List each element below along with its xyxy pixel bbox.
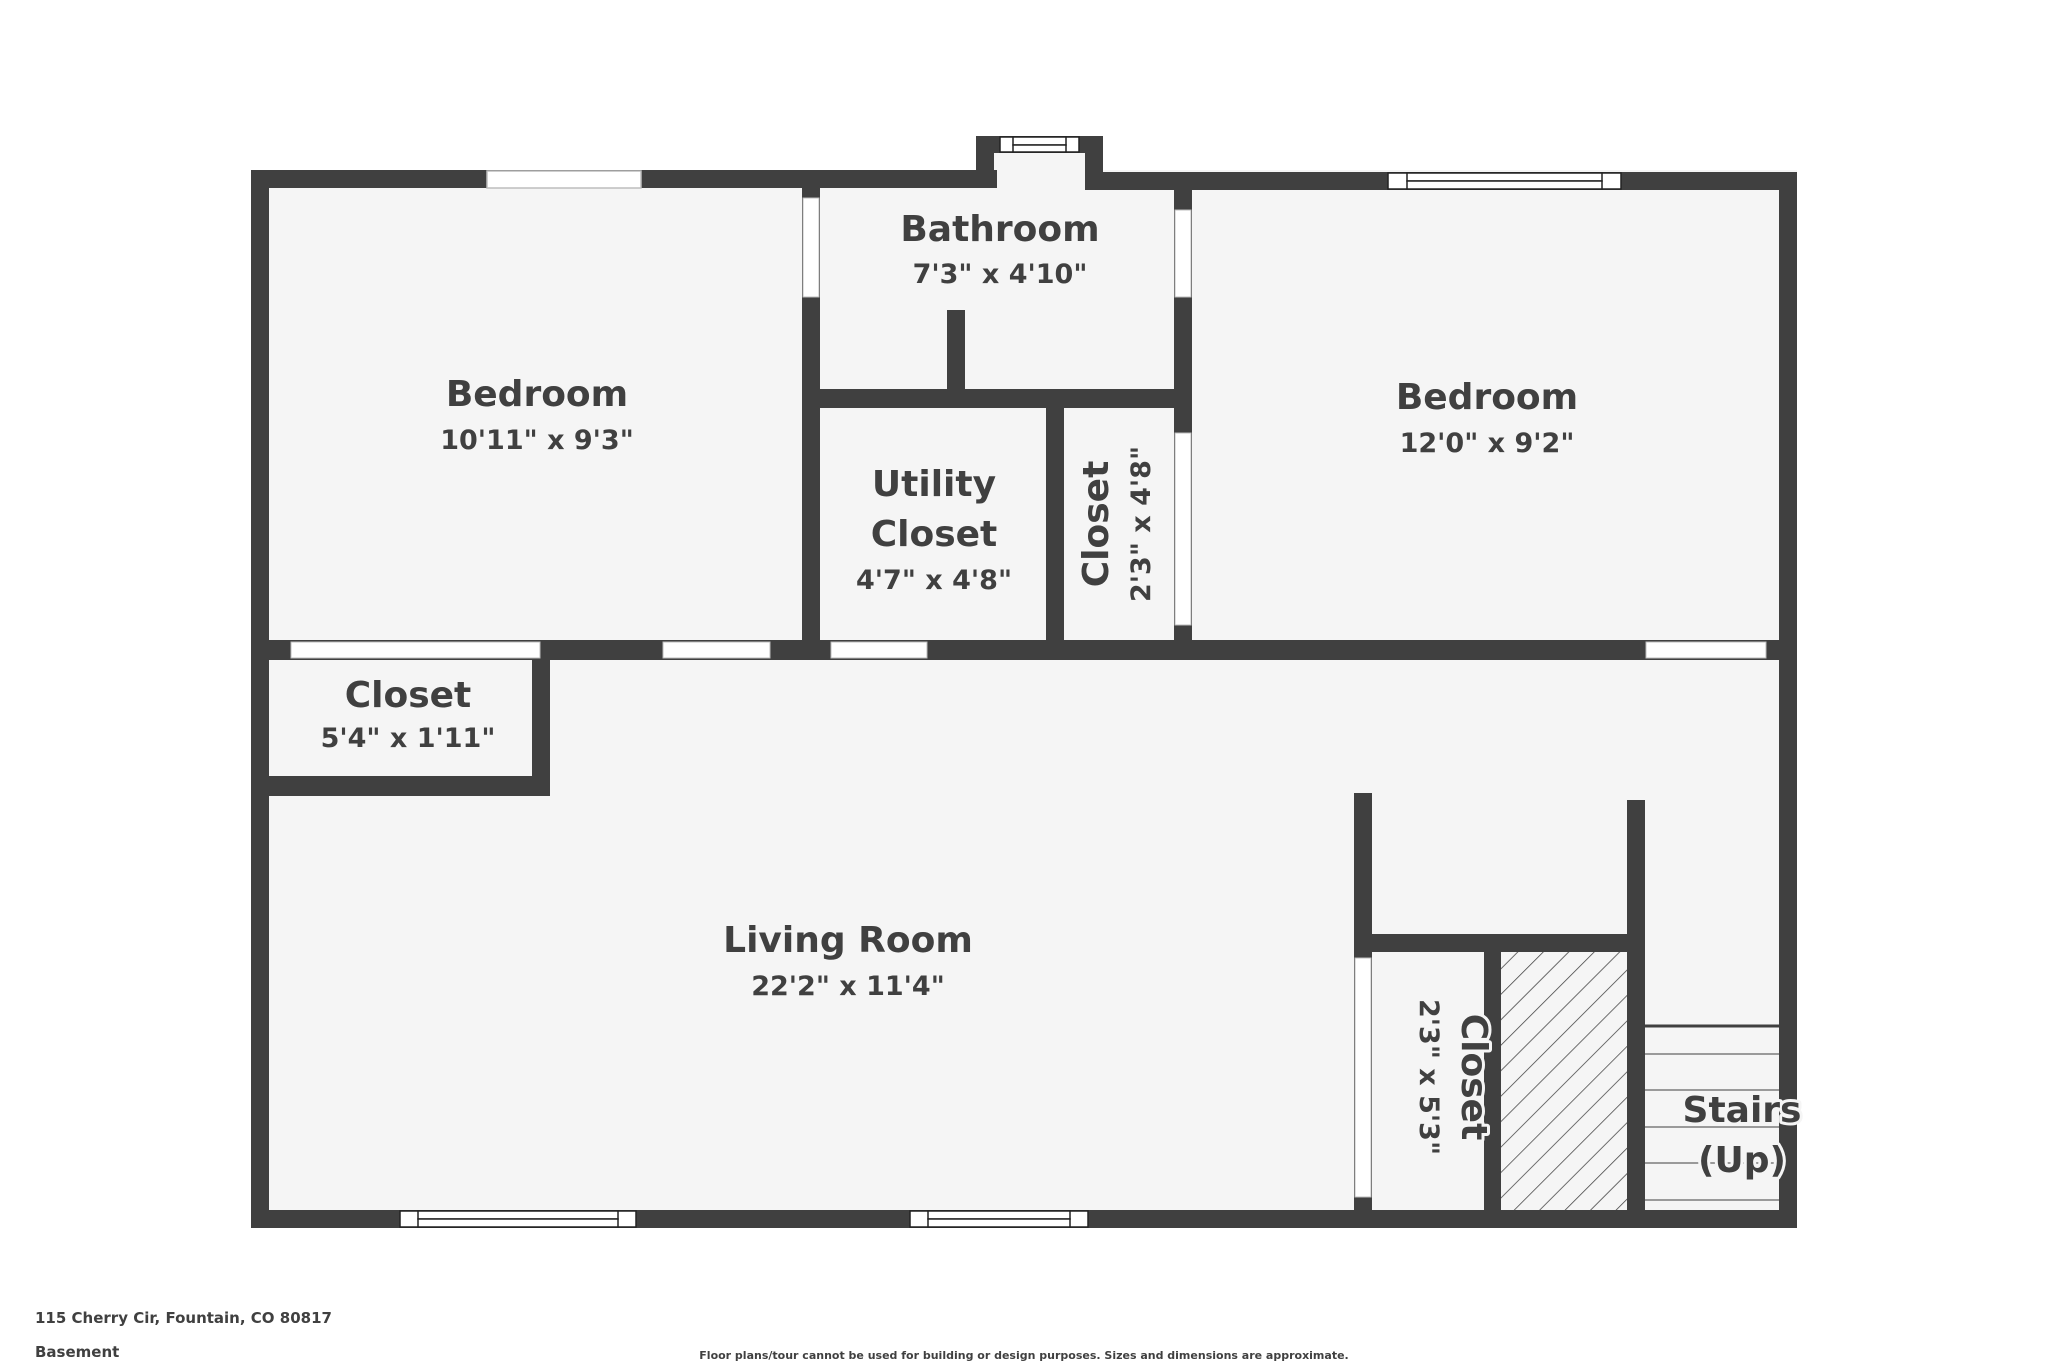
property-address: 115 Cherry Cir, Fountain, CO 80817 [35,1309,332,1327]
room-name-bedroom-2: Bedroom [1396,377,1578,418]
room-name-stairs-1: Stairs [1683,1090,1802,1131]
room-dims-bedroom-2: 12'0" x 9'2" [1400,428,1575,459]
window-living-2 [909,1210,1089,1228]
floor-level-label: Basement [35,1343,120,1361]
room-name-utility-1: Utility [872,464,996,505]
room-dims-closet-mid: 2'3" x 4'8" [1126,446,1157,602]
room-dims-living-room: 22'2" x 11'4" [751,971,945,1002]
room-name-bedroom-1: Bedroom [446,374,628,415]
room-name-stairs-2: (Up) [1698,1140,1786,1181]
room-dims-closet-bottom: 2'3" x 5'3" [1413,999,1444,1155]
stairs-treads [1645,1024,1779,1201]
room-dims-bathroom: 7'3" x 4'10" [913,259,1088,290]
room-labels: Bedroom 10'11" x 9'3" Bathroom 7'3" x 4'… [318,206,1805,1184]
room-name-closet-mid: Closet [1076,461,1117,588]
disclaimer-text: Floor plans/tour cannot be used for buil… [699,1349,1349,1362]
door-openings [290,197,1767,1198]
room-name-closet-left: Closet [345,675,472,716]
room-dims-closet-left: 5'4" x 1'11" [321,723,496,754]
room-name-closet-bottom: Closet [1453,1014,1494,1141]
room-name-utility-2: Closet [871,514,998,555]
windows [399,136,1622,1228]
room-dims-utility: 4'7" x 4'8" [856,565,1012,596]
window-bedroom-2 [1387,172,1622,190]
room-dims-bedroom-1: 10'11" x 9'3" [440,425,634,456]
room-name-living-room: Living Room [723,920,973,961]
window-bathroom [999,136,1080,153]
hatched-area [1501,952,1627,1211]
window-living-1 [399,1210,637,1228]
room-name-bathroom: Bathroom [900,209,1099,250]
